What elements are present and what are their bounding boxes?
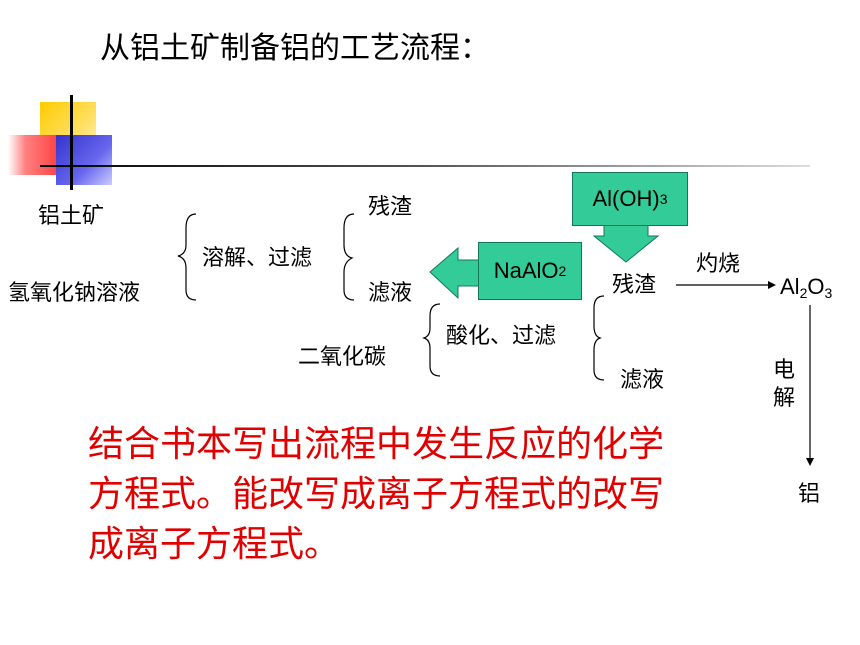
product-alumina: Al2O3 [780,274,833,301]
decor-horizontal-line [40,165,810,167]
input-ore: 铝土矿 [38,204,105,229]
residue-1: 残渣 [368,195,413,220]
alumina-o: O [807,274,825,299]
filtrate-1: 滤液 [368,281,413,306]
callout-naalo2-sub: 2 [558,263,567,279]
alumina-sub2: 3 [824,285,833,301]
product-aluminum: 铝 [798,482,821,507]
exercise-note: 结合书本写出流程中发生反应的化学方程式。能改写成离子方程式的改写成离子方程式。 [88,424,665,565]
callout-aloh3-main: Al(OH) [592,186,660,211]
alumina-sub1: 2 [799,285,808,301]
callout-aloh3: Al(OH)3 [572,172,688,226]
callout-aloh3-sub: 3 [659,191,668,207]
step-acidify-filter: 酸化、过滤 [446,324,557,349]
step-electrolysis-2: 解 [773,386,796,411]
step-dissolve-filter: 溶解、过滤 [202,246,313,271]
filtrate-2: 滤液 [620,368,665,393]
step-calcine: 灼烧 [696,252,741,277]
page-title: 从铝土矿制备铝的工艺流程： [100,31,490,66]
input-co2: 二氧化碳 [298,345,387,370]
alumina-al: Al [780,274,800,299]
decor-blue-square [56,135,112,185]
input-naoh: 氢氧化钠溶液 [8,281,141,306]
callout-naalo2-main: NaAlO [493,258,559,283]
residue-2: 残渣 [612,273,657,298]
step-electrolysis-1: 电 [773,358,796,383]
decor-vertical-line [70,95,73,190]
